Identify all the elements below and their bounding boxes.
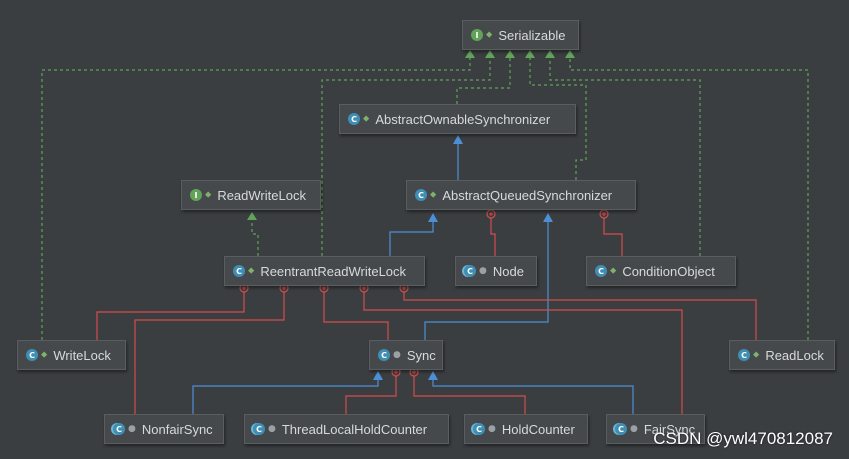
inner-class-icon: C bbox=[615, 423, 627, 435]
arrowhead bbox=[453, 135, 463, 144]
class-icon: C bbox=[738, 349, 750, 361]
node-label: FairSync bbox=[643, 421, 696, 437]
node-writelock[interactable]: C ⬥ WriteLock bbox=[17, 340, 126, 370]
node-abstract-ownable-synchronizer[interactable]: C ⬥ AbstractOwnableSynchronizer bbox=[339, 104, 576, 134]
public-visibility-icon: ⬥ bbox=[41, 350, 48, 360]
edge-group-inner bbox=[96, 218, 757, 414]
node-label: ConditionObject bbox=[622, 263, 715, 279]
node-conditionobject[interactable]: C ⬥ ConditionObject bbox=[586, 256, 736, 286]
inner-class-icon: C bbox=[113, 423, 125, 435]
node-label: HoldCounter bbox=[501, 421, 575, 437]
class-icon: C bbox=[348, 113, 360, 125]
inner-class-icon: C bbox=[253, 423, 265, 435]
public-visibility-icon: ⬥ bbox=[753, 350, 760, 360]
edge-aos-serializable bbox=[456, 52, 511, 104]
edge-arrowheads-implements bbox=[247, 50, 575, 220]
edge-aqs-node bbox=[490, 218, 496, 256]
node-label: NonfairSync bbox=[141, 421, 213, 437]
public-visibility-icon: ⬥ bbox=[205, 190, 212, 200]
edge-readlock-serializable bbox=[569, 52, 809, 340]
edge-nonfairsync-sync bbox=[192, 376, 379, 414]
arrowhead bbox=[485, 50, 495, 58]
edge-aqs-serializable bbox=[529, 52, 587, 180]
arrowhead bbox=[565, 50, 575, 58]
edge-rrwl-readwritelock bbox=[251, 218, 259, 256]
edge-writelock-serializable bbox=[41, 52, 471, 340]
edge-conditionobject-serializable bbox=[549, 52, 701, 256]
node-label: Sync bbox=[406, 347, 436, 363]
package-visibility-icon: ● bbox=[488, 424, 496, 434]
edge-group-implements-serializable bbox=[41, 52, 809, 340]
node-label: ReadWriteLock bbox=[217, 187, 306, 203]
inner-marker-plus bbox=[242, 212, 606, 374]
arrowhead bbox=[465, 50, 475, 58]
node-holdcounter[interactable]: C ● HoldCounter bbox=[464, 414, 588, 444]
node-nonfairsync[interactable]: C ● NonfairSync bbox=[104, 414, 224, 444]
node-readwritelock[interactable]: I ⬥ ReadWriteLock bbox=[181, 180, 321, 210]
public-visibility-icon: ⬥ bbox=[363, 114, 370, 124]
inner-class-icon: C bbox=[464, 265, 476, 277]
interface-icon: I bbox=[471, 29, 483, 41]
public-visibility-icon: ⬥ bbox=[610, 266, 617, 276]
package-visibility-icon: ● bbox=[479, 266, 487, 276]
class-icon: C bbox=[595, 265, 607, 277]
node-threadlocalholdcounter[interactable]: C ● ThreadLocalHoldCounter bbox=[244, 414, 449, 444]
node-label: Serializable bbox=[498, 27, 566, 43]
package-visibility-icon: ● bbox=[393, 350, 401, 360]
arrowhead bbox=[373, 371, 383, 380]
package-visibility-icon: ● bbox=[630, 424, 638, 434]
node-sync[interactable]: C ● Sync bbox=[369, 340, 443, 370]
edge-arrowheads-extends bbox=[373, 135, 553, 380]
public-visibility-icon: ⬥ bbox=[486, 30, 493, 40]
edge-sync-holdcounter bbox=[413, 376, 526, 414]
arrowhead bbox=[525, 50, 535, 58]
class-icon: C bbox=[378, 349, 390, 361]
edge-rrwl-serializable bbox=[321, 52, 491, 256]
arrowhead bbox=[545, 50, 555, 58]
node-fairsync[interactable]: C ● FairSync bbox=[606, 414, 705, 444]
package-visibility-icon: ● bbox=[128, 424, 136, 434]
edge-aqs-conditionobject bbox=[603, 218, 623, 256]
node-label: AbstractQueuedSynchronizer bbox=[442, 187, 613, 203]
public-visibility-icon: ⬥ bbox=[430, 190, 437, 200]
node-label: Node bbox=[492, 263, 524, 279]
edge-sync-threadlocalholdcounter bbox=[345, 376, 397, 414]
edge-fairsync-sync bbox=[432, 376, 634, 414]
class-icon: C bbox=[233, 265, 245, 277]
node-node[interactable]: C ● Node bbox=[455, 256, 537, 286]
edge-rrwl-writelock bbox=[96, 292, 245, 340]
interface-icon: I bbox=[190, 189, 202, 201]
node-label: ReentrantReadWriteLock bbox=[260, 263, 407, 279]
node-label: WriteLock bbox=[53, 347, 111, 363]
arrowhead bbox=[428, 213, 438, 222]
node-abstract-queued-synchronizer[interactable]: C ⬥ AbstractQueuedSynchronizer bbox=[406, 180, 636, 210]
node-readlock[interactable]: C ⬥ ReadLock bbox=[729, 340, 835, 370]
public-visibility-icon: ⬥ bbox=[248, 266, 255, 276]
node-label: ReadLock bbox=[765, 347, 824, 363]
arrowhead bbox=[428, 371, 438, 380]
node-label: ThreadLocalHoldCounter bbox=[281, 421, 428, 437]
edge-rrwl-sync bbox=[323, 292, 389, 340]
node-serializable[interactable]: I ⬥ Serializable bbox=[462, 20, 579, 50]
inner-class-icon: C bbox=[473, 423, 485, 435]
edge-sync-aqs bbox=[424, 218, 549, 340]
arrowhead bbox=[505, 50, 515, 58]
node-label: AbstractOwnableSynchronizer bbox=[375, 111, 551, 127]
node-reentrant-read-write-lock[interactable]: C ⬥ ReentrantReadWriteLock bbox=[224, 256, 425, 286]
class-icon: C bbox=[26, 349, 38, 361]
class-icon: C bbox=[415, 189, 427, 201]
arrowhead bbox=[247, 212, 257, 220]
package-visibility-icon: ● bbox=[268, 424, 276, 434]
edge-group-extends bbox=[192, 140, 634, 414]
watermark-text: CSDN @ywl470812087 bbox=[653, 429, 833, 448]
edge-rrwl-fairsync bbox=[363, 292, 683, 414]
edge-rrwl-readlock bbox=[403, 292, 757, 340]
arrowhead bbox=[543, 213, 553, 222]
edge-rrwl-aqs bbox=[389, 218, 434, 256]
edge-rrwl-nonfairsync bbox=[134, 292, 285, 414]
